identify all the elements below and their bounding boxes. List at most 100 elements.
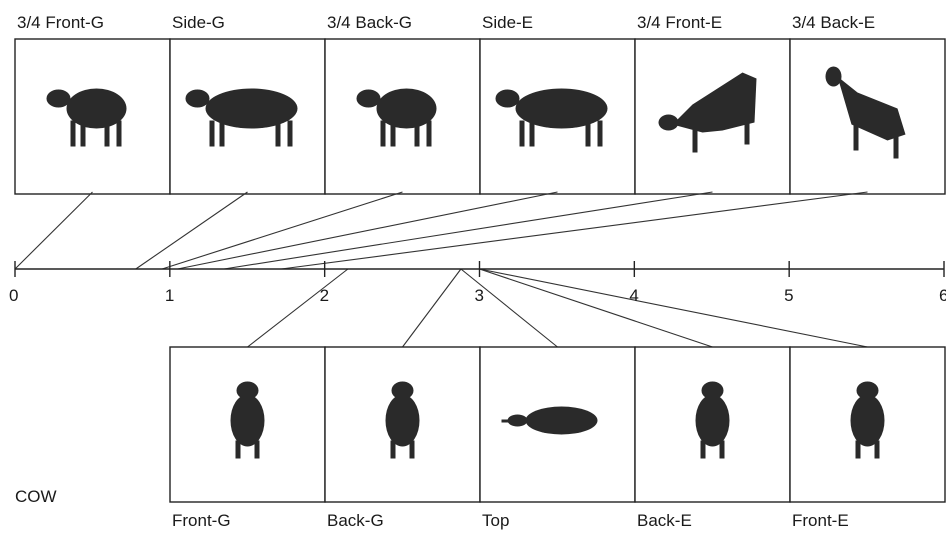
cow-side-silhouette-leg: [275, 120, 281, 147]
cow-front-silhouette-body: [230, 394, 265, 447]
cow-side-elevated-silhouette-leg: [529, 120, 535, 147]
cow-three-quarter-back-silhouette-leg: [414, 120, 420, 147]
top-row-connector-line: [177, 191, 558, 270]
top-row-panel-label: 3/4 Back-E: [792, 13, 875, 32]
cow-front-elevated-silhouette: [850, 381, 885, 459]
axis-tick-label: 5: [784, 286, 793, 305]
cow-top-silhouette-leg: [501, 419, 514, 423]
bottom-row-panel: Front-G: [169, 346, 326, 530]
cow-side-elevated-silhouette-leg: [585, 120, 591, 147]
bottom-row-panel-label: Front-G: [172, 511, 231, 530]
cow-three-quarter-front-silhouette-leg: [80, 120, 86, 147]
cow-back-silhouette-leg: [390, 440, 396, 459]
cow-top-silhouette-body: [507, 414, 528, 427]
bottom-row-connector-line: [247, 268, 349, 348]
cow-front-silhouette-leg: [235, 440, 241, 459]
cow-front-elevated-silhouette-leg: [855, 440, 861, 459]
top-row-panel-label: 3/4 Back-G: [327, 13, 412, 32]
cow-three-quarter-front-silhouette-leg: [104, 120, 110, 147]
top-row-panel: 3/4 Front-E: [634, 13, 791, 195]
cow-back-silhouette-body: [385, 394, 420, 447]
top-row-connector-line: [161, 191, 403, 270]
cow-back-silhouette-leg: [409, 440, 415, 459]
cow-side-elevated-silhouette: [495, 88, 608, 147]
axis-tick-label: 6: [939, 286, 946, 305]
connector-lines: [14, 191, 868, 348]
cow-side-elevated-silhouette-body: [495, 89, 520, 108]
cow-three-quarter-front-silhouette-leg: [116, 120, 122, 147]
cow-top-silhouette: [501, 406, 598, 435]
bottom-row-connector-line: [479, 268, 868, 348]
cow-three-quarter-back-silhouette-leg: [390, 120, 396, 147]
cow-side-elevated-silhouette-leg: [597, 120, 603, 147]
cow-three-quarter-back-silhouette: [356, 88, 437, 147]
top-row-panels: 3/4 Front-G Side-G 3/4 Back-G Side-E 3/4 Fro…: [14, 13, 946, 195]
cow-front-silhouette: [230, 381, 265, 459]
axis-tick-label: 1: [165, 286, 174, 305]
bottom-row-panel-frame: [789, 346, 946, 503]
cow-side-silhouette: [185, 88, 298, 147]
cow-side-silhouette-body: [185, 89, 210, 108]
cow-back-elevated-silhouette-body: [701, 381, 724, 400]
cow-three-quarter-front-elevated-silhouette-body: [658, 114, 679, 131]
top-row-panel: 3/4 Front-G: [14, 13, 171, 195]
cow-side-silhouette-leg: [209, 120, 215, 147]
cow-back-elevated-silhouette-body: [695, 394, 730, 447]
cow-three-quarter-front-silhouette-body: [66, 88, 127, 129]
cow-side-elevated-silhouette-leg: [519, 120, 525, 147]
bottom-row-connector-line: [460, 268, 558, 348]
top-row-panel-label: Side-E: [482, 13, 533, 32]
bottom-row-panel-label: Back-E: [637, 511, 692, 530]
cow-back-silhouette-body: [391, 381, 414, 400]
axis-tick-label: 0: [9, 286, 18, 305]
bottom-row-panel-label: Top: [482, 511, 509, 530]
bottom-row-panel-label: Back-G: [327, 511, 384, 530]
top-row-connector-line: [223, 191, 713, 270]
cow-three-quarter-front-silhouette-body: [46, 89, 71, 108]
cow-front-elevated-silhouette-leg: [874, 440, 880, 459]
cow-three-quarter-back-elevated-silhouette-body: [825, 66, 842, 87]
cow-three-quarter-back-elevated-silhouette-leg: [893, 136, 899, 159]
cow-three-quarter-front-elevated-silhouette-shape: [672, 72, 757, 133]
cow-three-quarter-back-silhouette-body: [376, 88, 437, 129]
axis-tick-label: 3: [475, 286, 484, 305]
top-row-panel-label: 3/4 Front-G: [17, 13, 104, 32]
cow-side-silhouette-leg: [287, 120, 293, 147]
top-row-connector-line: [281, 191, 868, 270]
cow-top-silhouette-body: [525, 406, 598, 435]
cow-three-quarter-back-elevated-silhouette: [825, 66, 906, 159]
cow-three-quarter-back-silhouette-leg: [426, 120, 432, 147]
cow-front-silhouette-leg: [254, 440, 260, 459]
bottom-row-connector-line: [479, 268, 713, 348]
top-row-connector-line: [135, 191, 248, 270]
cow-back-elevated-silhouette-leg: [719, 440, 725, 459]
cow-side-silhouette-leg: [219, 120, 225, 147]
cow-three-quarter-front-elevated-silhouette: [658, 72, 757, 153]
cow-back-elevated-silhouette-leg: [700, 440, 706, 459]
cow-three-quarter-front-elevated-silhouette-leg: [692, 128, 698, 153]
bottom-row-panel-label: Front-E: [792, 511, 849, 530]
top-row-panel: Side-G: [169, 13, 326, 195]
species-label: COW: [15, 487, 57, 506]
cow-three-quarter-front-elevated-silhouette-leg: [744, 120, 750, 145]
cow-side-elevated-silhouette-body: [515, 88, 608, 129]
top-row-panel: Side-E: [479, 13, 636, 195]
cow-three-quarter-back-elevated-silhouette-leg: [853, 122, 859, 151]
top-row-panel-label: Side-G: [172, 13, 225, 32]
cow-back-elevated-silhouette: [695, 381, 730, 459]
bottom-row-panel: Back-E: [634, 346, 791, 530]
bottom-row-panel: Front-E: [789, 346, 946, 530]
cow-three-quarter-back-silhouette-body: [356, 89, 381, 108]
bottom-row-panel: Back-G: [324, 346, 481, 530]
top-row-panel-label: 3/4 Front-E: [637, 13, 722, 32]
axis-tick-label: 2: [320, 286, 329, 305]
cow-three-quarter-front-silhouette: [46, 88, 127, 147]
cow-three-quarter-front-silhouette-leg: [70, 120, 76, 147]
bottom-row-panel: Top: [479, 346, 636, 530]
top-row-panel: 3/4 Back-E: [789, 13, 946, 195]
cow-back-silhouette: [385, 381, 420, 459]
top-row-connector-line: [14, 191, 93, 270]
cow-side-silhouette-body: [205, 88, 298, 129]
